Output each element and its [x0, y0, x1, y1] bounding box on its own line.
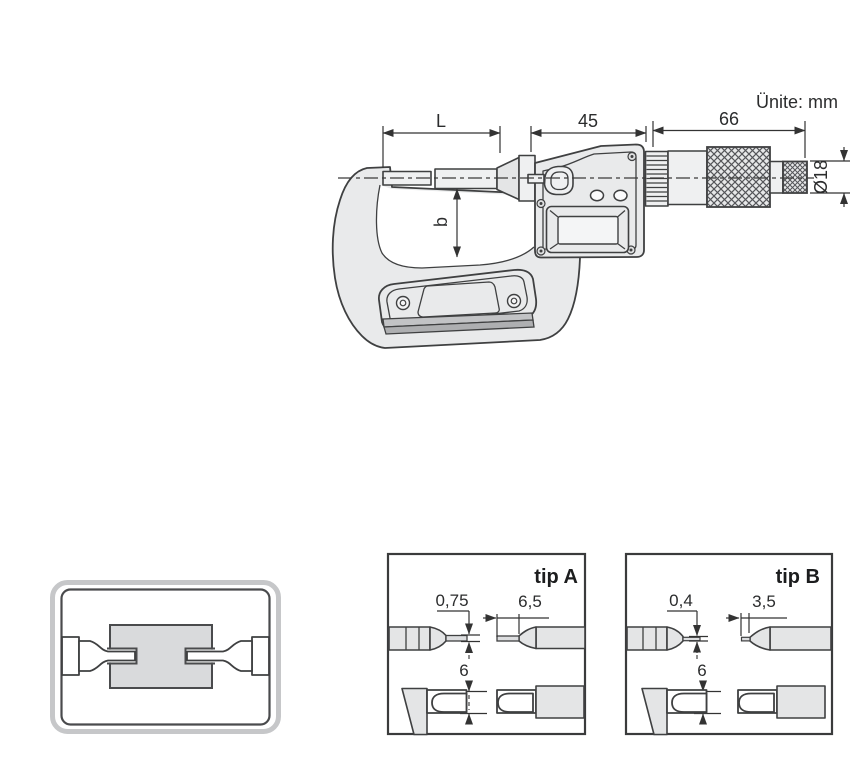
- thimble-assembly: [644, 146, 808, 208]
- tip-b-anvil-shaft: [626, 626, 668, 651]
- tip-b-anvil-blade-topview: [671, 692, 708, 713]
- tip-a-spindle-blade-topview: [497, 692, 534, 713]
- tip-a-frame-topview: [401, 687, 428, 736]
- tip-a-thickness-label: 0,75: [435, 591, 468, 610]
- blade-arm-left: [78, 640, 136, 672]
- tip-b-panel: tip B 0,4 3,5 6: [624, 552, 834, 736]
- thimble-knurl-grip: [706, 146, 771, 208]
- spindle-clamp-inner: [550, 171, 569, 191]
- display-unit: [527, 143, 645, 259]
- tip-a-spindle-blade: [496, 635, 520, 642]
- tip-a-length-ticks: [496, 614, 549, 637]
- clamp-stem: [527, 173, 545, 184]
- function-button-right: [613, 189, 628, 202]
- ratchet-stop: [782, 160, 808, 194]
- tip-a-thickness-ticks: [461, 634, 480, 643]
- tip-b-spindle-blade: [740, 636, 751, 642]
- tip-b-length-ticks: [740, 613, 787, 636]
- tip-b-spindle-shaft: [769, 626, 832, 651]
- lcd-screen: [557, 215, 619, 245]
- ratchet-collar: [769, 160, 784, 194]
- plate-inner-line: [386, 275, 528, 326]
- tip-a-anvil-shaft: [388, 626, 431, 651]
- micrometer-drawing: Ünite: mm L 45 66 Ø18 b: [331, 92, 850, 349]
- spindle-shaft-right: [251, 636, 270, 676]
- tip-b-thickness-ticks: [689, 635, 708, 642]
- workpiece-groove-right: [184, 647, 215, 665]
- spindle-clamp: [543, 165, 574, 196]
- tip-a-anvil-blade-topview: [431, 692, 468, 713]
- graduation-lines: [646, 155, 667, 202]
- tip-a-spindle-shaft-topview: [535, 685, 585, 719]
- frame-throat-edge: [375, 184, 535, 269]
- spindle-blade: [434, 168, 498, 190]
- frame-throat-opening: [376, 185, 534, 268]
- lcd-display: [545, 205, 630, 254]
- plate-center-pad: [417, 281, 500, 318]
- blade-arm-right: [186, 640, 253, 672]
- tip-a-length-label: 6,5: [518, 592, 542, 611]
- tip-a-title: tip A: [534, 566, 578, 588]
- dim-45-label: 45: [578, 111, 598, 131]
- plate-screw-right: [506, 293, 522, 309]
- dim-L-label: L: [436, 111, 446, 131]
- tip-b-title: tip B: [776, 566, 820, 588]
- function-button-left: [589, 189, 605, 202]
- tip-b-anvil-blade: [682, 636, 701, 642]
- anvil-shaft-left: [61, 636, 80, 676]
- tip-b-anvil-shaft-lines: [642, 627, 657, 650]
- dim-dia18-label: Ø18: [811, 160, 831, 194]
- dimensions: Ünite: mm L 45 66 Ø18 b: [382, 92, 850, 258]
- tip-a-spindle-shaft: [535, 626, 586, 650]
- heat-shield-plate: [378, 268, 538, 335]
- tip-a-panel: tip A 0,75 6,5 6: [386, 552, 587, 736]
- lcd-bevel-lines: [549, 209, 626, 250]
- tip-a-width-label: 6: [459, 661, 468, 680]
- unit-note: Ünite: mm: [756, 92, 838, 112]
- tip-b-width-label: 6: [697, 661, 706, 680]
- insulation-strip-bottom: [383, 319, 535, 335]
- dim-L-extensions: [382, 126, 501, 168]
- tip-b-frame-topview: [641, 687, 668, 736]
- plate-screw-left: [395, 295, 411, 311]
- workpiece-groove-left: [107, 647, 138, 665]
- tip-b-thickness-label: 0,4: [669, 591, 693, 610]
- tip-b-length-label: 3,5: [752, 592, 776, 611]
- tip-b-spindle-shaft-topview: [776, 685, 826, 719]
- tip-a-anvil-shaft-lines: [405, 627, 420, 650]
- tip-a-anvil-blade: [445, 634, 468, 642]
- dim-66-label: 66: [719, 109, 739, 129]
- application-panel: [50, 580, 281, 734]
- dim-b-label: b: [431, 217, 451, 227]
- tip-b-spindle-blade-topview: [738, 692, 775, 713]
